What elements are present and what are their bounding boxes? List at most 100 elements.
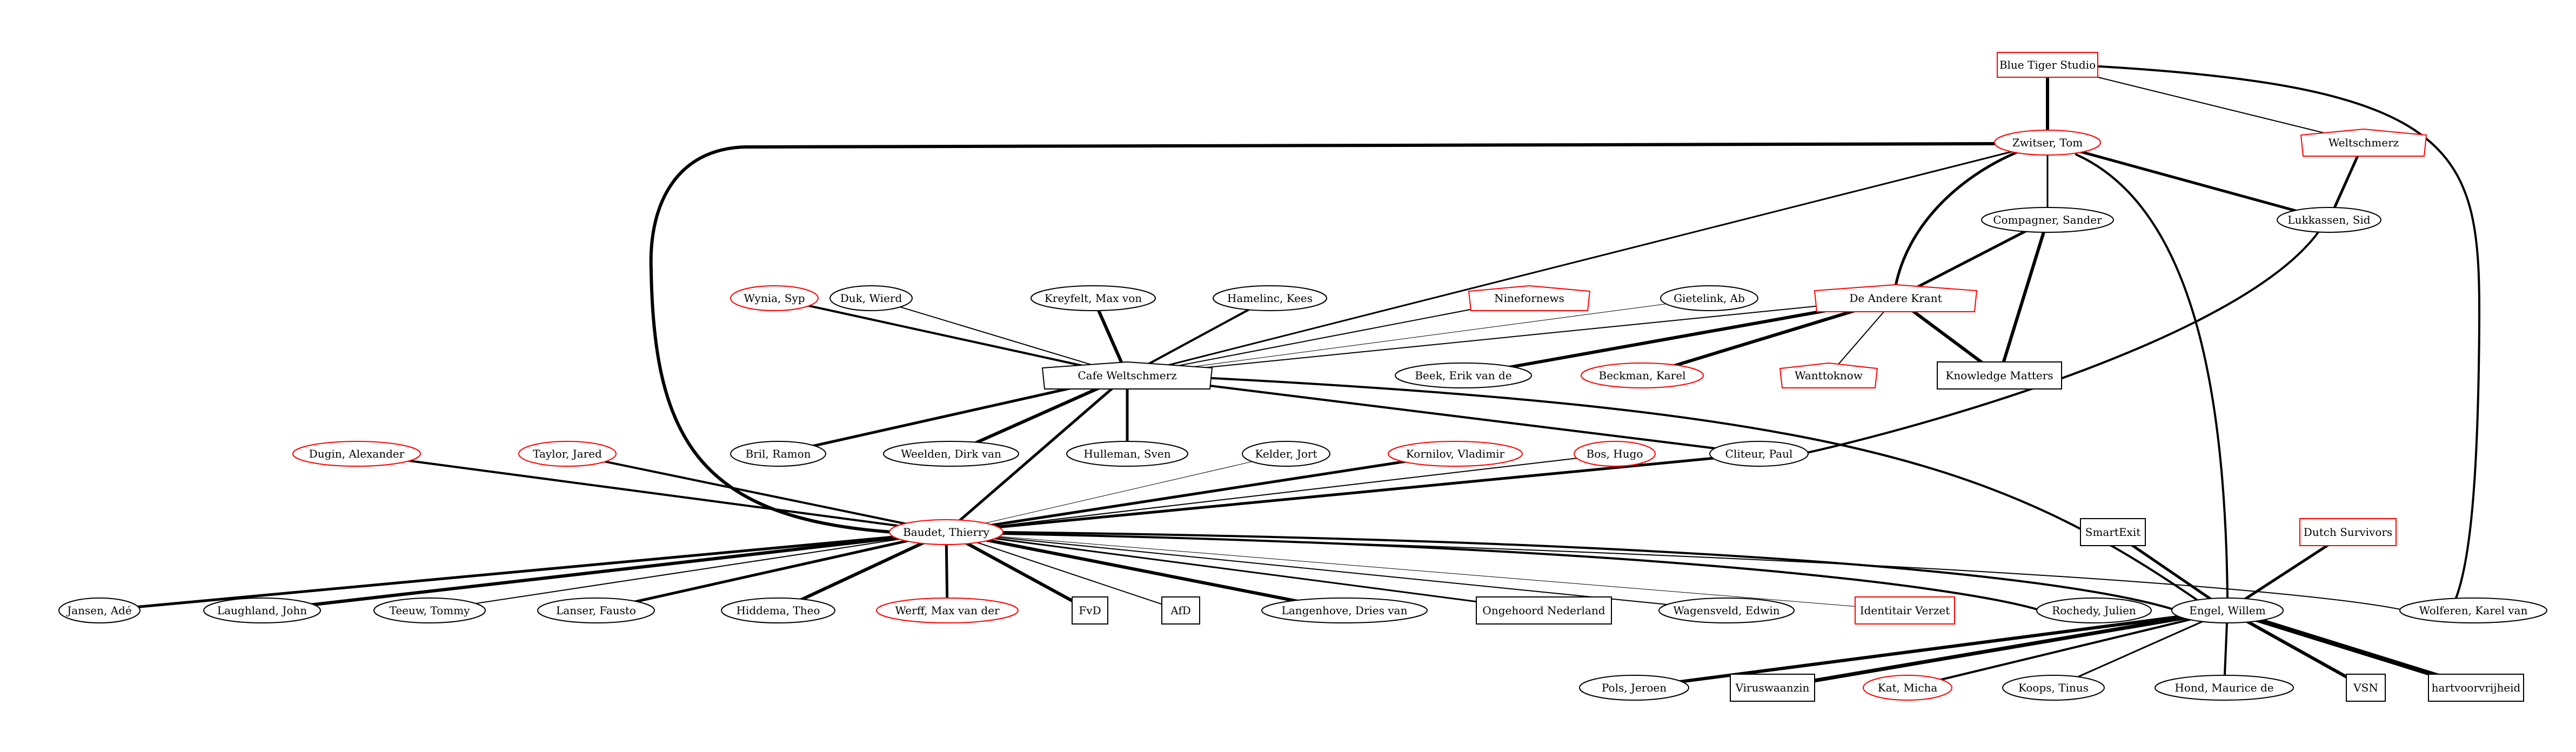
node-ongehoord[interactable]: Ongehoord Nederland <box>1476 596 1612 625</box>
node-weelden[interactable]: Weelden, Dirk van <box>883 441 1019 467</box>
node-label-beckman: Beckman, Karel <box>1599 369 1686 382</box>
node-langenhove[interactable]: Langenhove, Dries van <box>1261 597 1428 623</box>
node-shape-hond <box>2155 675 2294 701</box>
node-kreyfelt[interactable]: Kreyfelt, Max von <box>1031 285 1156 311</box>
node-pols[interactable]: Pols, Jeroen <box>1579 675 1689 701</box>
node-dak[interactable]: De Andere Krant <box>1814 284 1978 312</box>
node-label-weltschmerz: Weltschmerz <box>2329 136 2399 149</box>
node-kornilov[interactable]: Kornilov, Vladimir <box>1388 441 1523 467</box>
node-label-compagner: Compagner, Sander <box>1993 213 2102 226</box>
node-hartvoorvrijheid[interactable]: hartvoorvrijheid <box>2428 674 2524 702</box>
node-shape-lanser <box>537 597 655 623</box>
edge-bts-wolferen <box>2089 65 2481 599</box>
node-teeuw[interactable]: Teeuw, Tommy <box>373 597 486 623</box>
node-dutch[interactable]: Dutch Survivors <box>2299 518 2397 546</box>
node-laughland[interactable]: Laughland, John <box>203 597 321 623</box>
node-shape-beek <box>1395 362 1532 388</box>
node-bril[interactable]: Bril, Ramon <box>730 441 826 467</box>
node-label-kornilov: Kornilov, Vladimir <box>1406 447 1505 460</box>
node-wynia[interactable]: Wynia, Syp <box>730 285 819 311</box>
node-bos[interactable]: Bos, Hugo <box>1574 441 1656 467</box>
node-baudet[interactable]: Baudet, Thierry <box>889 519 1003 545</box>
node-shape-bril <box>730 441 826 467</box>
node-shape-engel <box>2171 597 2284 623</box>
node-label-hond: Hond, Maurice de <box>2174 681 2273 694</box>
node-label-afd: AfD <box>1170 604 1191 617</box>
node-label-ninefornews: Ninefornews <box>1494 292 1564 305</box>
node-hond[interactable]: Hond, Maurice de <box>2155 675 2294 701</box>
node-compagner[interactable]: Compagner, Sander <box>1981 207 2114 233</box>
edge-engel-viruswaanzin <box>1770 608 2230 690</box>
node-bts[interactable]: Blue Tiger Studio <box>1997 52 2098 78</box>
node-label-jansen: Jansen, Adé <box>66 604 132 617</box>
node-label-dak: De Andere Krant <box>1849 292 1942 305</box>
node-label-viruswaanzin: Viruswaanzin <box>1735 681 1810 694</box>
node-km[interactable]: Knowledge Matters <box>1937 361 2062 390</box>
node-smartexit[interactable]: SmartExit <box>2080 518 2146 546</box>
node-label-kat: Kat, Micha <box>1878 681 1938 694</box>
node-label-rochedy: Rochedy, Julien <box>2052 604 2136 617</box>
node-hulleman[interactable]: Hulleman, Sven <box>1066 441 1188 467</box>
node-hamelinc[interactable]: Hamelinc, Kees <box>1213 285 1327 311</box>
node-duk[interactable]: Duk, Wierd <box>829 285 913 311</box>
node-shape-iv <box>1855 596 1955 625</box>
node-rochedy[interactable]: Rochedy, Julien <box>2036 597 2152 623</box>
node-shape-bos <box>1574 441 1656 467</box>
node-lanser[interactable]: Lanser, Fausto <box>537 597 655 623</box>
node-wolferen[interactable]: Wolferen, Karel van <box>2399 597 2547 623</box>
node-shape-compagner <box>1981 207 2114 233</box>
node-afd[interactable]: AfD <box>1161 596 1200 625</box>
node-label-baudet: Baudet, Thierry <box>903 526 989 539</box>
edge-lukkassen-cliteur <box>1806 231 2319 454</box>
node-label-zwitser: Zwitser, Tom <box>2012 136 2083 149</box>
node-label-duk: Duk, Wierd <box>840 292 902 305</box>
node-label-wanttoknow: Wanttoknow <box>1795 369 1863 382</box>
node-zwitser[interactable]: Zwitser, Tom <box>1994 130 2101 156</box>
node-shape-weltschmerz <box>2300 128 2427 157</box>
node-shape-dugin <box>292 441 421 467</box>
edge-baudet-lanser <box>594 531 948 612</box>
node-jansen[interactable]: Jansen, Adé <box>58 597 140 623</box>
node-dugin[interactable]: Dugin, Alexander <box>292 441 421 467</box>
node-viruswaanzin[interactable]: Viruswaanzin <box>1730 674 1815 702</box>
node-engel[interactable]: Engel, Willem <box>2171 597 2284 623</box>
node-beckman[interactable]: Beckman, Karel <box>1581 362 1704 388</box>
node-gietelink[interactable]: Gietelink, Ab <box>1660 285 1758 311</box>
node-weltschmerz[interactable]: Weltschmerz <box>2300 128 2427 157</box>
node-shape-kornilov <box>1388 441 1523 467</box>
node-kat[interactable]: Kat, Micha <box>1863 675 1952 701</box>
node-taylor[interactable]: Taylor, Jared <box>518 441 617 467</box>
node-ninefornews[interactable]: Ninefornews <box>1468 285 1591 311</box>
node-vsn[interactable]: VSN <box>2346 674 2386 702</box>
node-label-cafe: Cafe Weltschmerz <box>1078 369 1176 382</box>
edge-baudet-jansen <box>98 531 948 612</box>
node-label-lukkassen: Lukkassen, Sid <box>2287 213 2370 226</box>
node-shape-ninefornews <box>1468 285 1591 311</box>
node-shape-afd <box>1161 596 1200 625</box>
node-shape-werff <box>876 597 1019 623</box>
edge-engel-kat <box>1906 609 2229 689</box>
node-beek[interactable]: Beek, Erik van de <box>1395 362 1532 388</box>
node-koops[interactable]: Koops, Tinus <box>2002 675 2105 701</box>
node-shape-laughland <box>203 597 321 623</box>
node-wanttoknow[interactable]: Wanttoknow <box>1779 362 1878 388</box>
node-fvd[interactable]: FvD <box>1072 596 1108 625</box>
node-shape-hamelinc <box>1213 285 1327 311</box>
node-cliteur[interactable]: Cliteur, Paul <box>1709 441 1809 467</box>
node-shape-km <box>1937 361 2062 390</box>
node-lukkassen[interactable]: Lukkassen, Sid <box>2277 207 2381 233</box>
node-iv[interactable]: Identitair Verzet <box>1855 596 1955 625</box>
node-wagensveld[interactable]: Wagensveld, Edwin <box>1658 597 1795 623</box>
node-kelder[interactable]: Kelder, Jort <box>1242 441 1330 467</box>
edge-cliteur-baudet <box>945 452 1761 534</box>
node-label-km: Knowledge Matters <box>1945 369 2053 382</box>
node-hiddema[interactable]: Hiddema, Theo <box>721 597 835 623</box>
node-werff[interactable]: Werff, Max van der <box>876 597 1019 623</box>
node-cafe[interactable]: Cafe Weltschmerz <box>1041 361 1213 390</box>
node-shape-weelden <box>883 441 1019 467</box>
node-label-bos: Bos, Hugo <box>1587 447 1643 460</box>
edge-baudet-engel <box>1002 531 2174 610</box>
node-shape-hulleman <box>1066 441 1188 467</box>
node-shape-kat <box>1863 675 1952 701</box>
